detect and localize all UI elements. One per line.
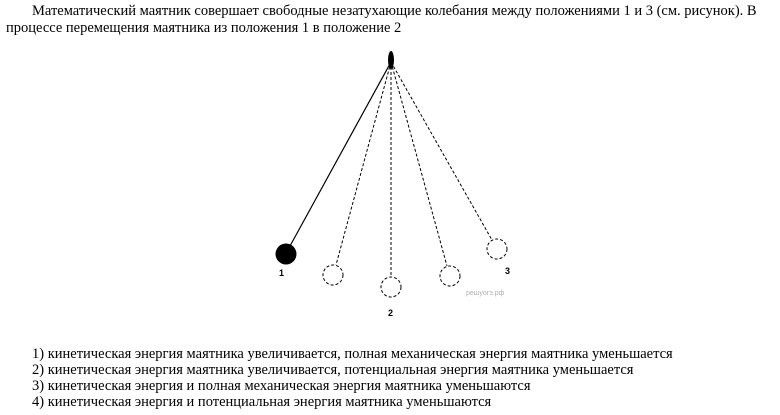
pendulum-bob-intermediate-right — [439, 265, 461, 287]
pendulum-string-intermediate-left — [335, 61, 392, 266]
position-label-2: 2 — [388, 308, 393, 318]
pendulum-bob-intermediate-left — [322, 264, 344, 286]
pendulum-string-intermediate-right — [390, 61, 448, 267]
pendulum-bob-position-3 — [486, 238, 508, 260]
position-label-1: 1 — [279, 268, 284, 278]
answer-option-3[interactable]: 3) кинетическая энергия и полная механич… — [32, 378, 531, 394]
watermark: решуогэ.рф — [466, 290, 505, 297]
pendulum-bob-position-1 — [275, 243, 297, 265]
answer-option-4[interactable]: 4) кинетическая энергия и потенциальная … — [32, 394, 492, 410]
answer-option-2[interactable]: 2) кинетическая энергия маятника увеличи… — [32, 362, 634, 378]
answer-options: 1) кинетическая энергия маятника увеличи… — [32, 346, 673, 410]
pendulum-string-position-1 — [289, 61, 392, 247]
pendulum-bob-position-2 — [380, 276, 402, 298]
pendulum-string-position-3 — [390, 61, 493, 241]
position-label-3: 3 — [505, 266, 510, 276]
question-text: Математический маятник совершает свободн… — [6, 3, 757, 36]
answer-option-1[interactable]: 1) кинетическая энергия маятника увеличи… — [32, 346, 673, 362]
